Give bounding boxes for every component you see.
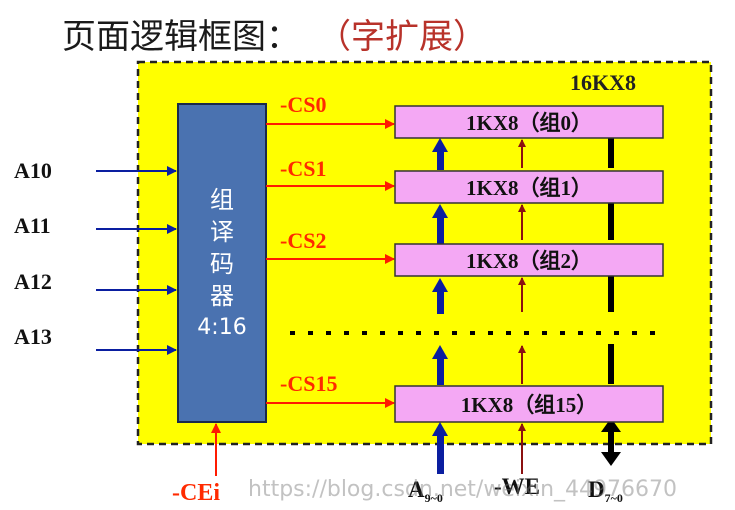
data-bus-down-arrow bbox=[601, 452, 621, 466]
address-bus-label: A9~0 bbox=[408, 477, 443, 505]
input-label-a10: A10 bbox=[14, 158, 52, 183]
decoder-char-4: 器 bbox=[210, 282, 234, 310]
data-bus-up-arrow bbox=[601, 418, 621, 432]
group-0-block bbox=[394, 105, 664, 139]
group-15-label: 1KX8（组15） bbox=[461, 393, 598, 417]
cs0-label: -CS0 bbox=[280, 92, 326, 117]
group-2-label: 1KX8（组2） bbox=[466, 249, 592, 273]
cei-label: -CEi bbox=[172, 480, 220, 506]
group-0-label: 1KX8（组0） bbox=[466, 111, 592, 135]
decoder-block bbox=[177, 103, 267, 423]
chip-label: 16KX8 bbox=[570, 70, 636, 95]
group-2-block bbox=[394, 243, 664, 277]
decoder-char-1: 组 bbox=[210, 186, 234, 214]
watermark: https://blog.csdn.net/weixin_44976670 bbox=[248, 477, 678, 502]
group-1-label: 1KX8（组1） bbox=[466, 176, 592, 200]
address-bus bbox=[432, 138, 448, 474]
input-label-a12: A12 bbox=[14, 269, 52, 294]
decoder-char-3: 码 bbox=[210, 250, 234, 278]
input-label-a11: A11 bbox=[14, 213, 51, 238]
data-bus-label: D7~0 bbox=[588, 477, 623, 505]
cs15-label: -CS15 bbox=[280, 371, 337, 396]
group-15-block bbox=[394, 385, 664, 423]
cs1-label: -CS1 bbox=[280, 156, 326, 181]
page-title: 页面逻辑框图： （字扩展） bbox=[62, 10, 702, 64]
title-text: 页面逻辑框图： bbox=[62, 17, 300, 57]
decoder-size: 4:16 bbox=[197, 315, 246, 340]
we-label: -WE bbox=[494, 474, 540, 499]
group-1-block bbox=[394, 170, 664, 204]
cs2-label: -CS2 bbox=[280, 228, 326, 253]
input-label-a13: A13 bbox=[14, 324, 52, 349]
decoder-char-2: 译 bbox=[210, 218, 234, 246]
title-extension: （字扩展） bbox=[334, 17, 487, 57]
